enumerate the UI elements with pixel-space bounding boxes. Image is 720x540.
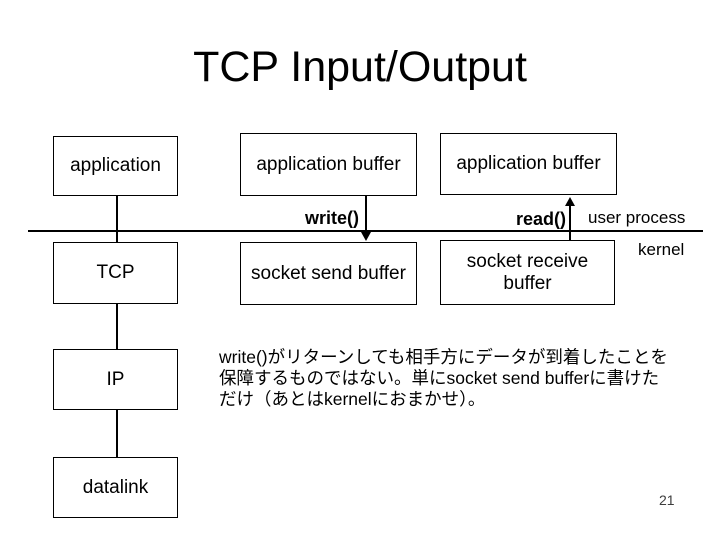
box-socket-receive-buffer-label: socket receive buffer: [466, 250, 589, 294]
box-application: application: [53, 136, 178, 196]
write-call-label: write(): [305, 208, 359, 228]
box-application-buffer-receive: application buffer: [440, 133, 617, 195]
connector-ip-datalink: [116, 410, 118, 457]
read-call-label: read(): [515, 209, 566, 229]
note-line-1: write()がリターンしても相手方にデータが到着したことを: [219, 347, 668, 367]
box-ip-label: IP: [106, 368, 125, 390]
box-application-label: application: [70, 155, 161, 177]
read-arrow-up-icon: [565, 197, 575, 206]
connector-application-tcp: [116, 196, 118, 242]
write-arrow-stem: [365, 196, 367, 233]
box-socket-send-buffer: socket send buffer: [240, 242, 417, 305]
slide-title: TCP Input/Output: [193, 43, 527, 91]
box-tcp: TCP: [53, 242, 178, 304]
note-text: write()がリターンしても相手方にデータが到着したことを 保障するものではな…: [219, 347, 719, 410]
box-tcp-label: TCP: [96, 262, 135, 284]
box-application-buffer-receive-label: application buffer: [456, 153, 601, 175]
kernel-label: kernel: [638, 240, 685, 259]
box-socket-receive-buffer: socket receive buffer: [440, 240, 615, 305]
note-line-3: だけ（あとはkernelにおまかせ）。: [219, 389, 486, 409]
box-ip: IP: [53, 349, 178, 410]
box-application-buffer-send: application buffer: [240, 133, 417, 196]
page-number: 21: [659, 492, 675, 508]
box-datalink-label: datalink: [82, 476, 149, 498]
write-arrow-down-icon: [361, 232, 371, 241]
box-application-buffer-send-label: application buffer: [256, 153, 401, 175]
read-arrow-stem: [569, 205, 571, 240]
box-datalink: datalink: [53, 457, 178, 518]
box-socket-send-buffer-label: socket send buffer: [251, 262, 406, 284]
connector-tcp-ip: [116, 304, 118, 349]
note-line-2: 保障するものではない。単にsocket send bufferに書けた: [219, 368, 660, 388]
user-process-label: user process: [588, 208, 686, 227]
